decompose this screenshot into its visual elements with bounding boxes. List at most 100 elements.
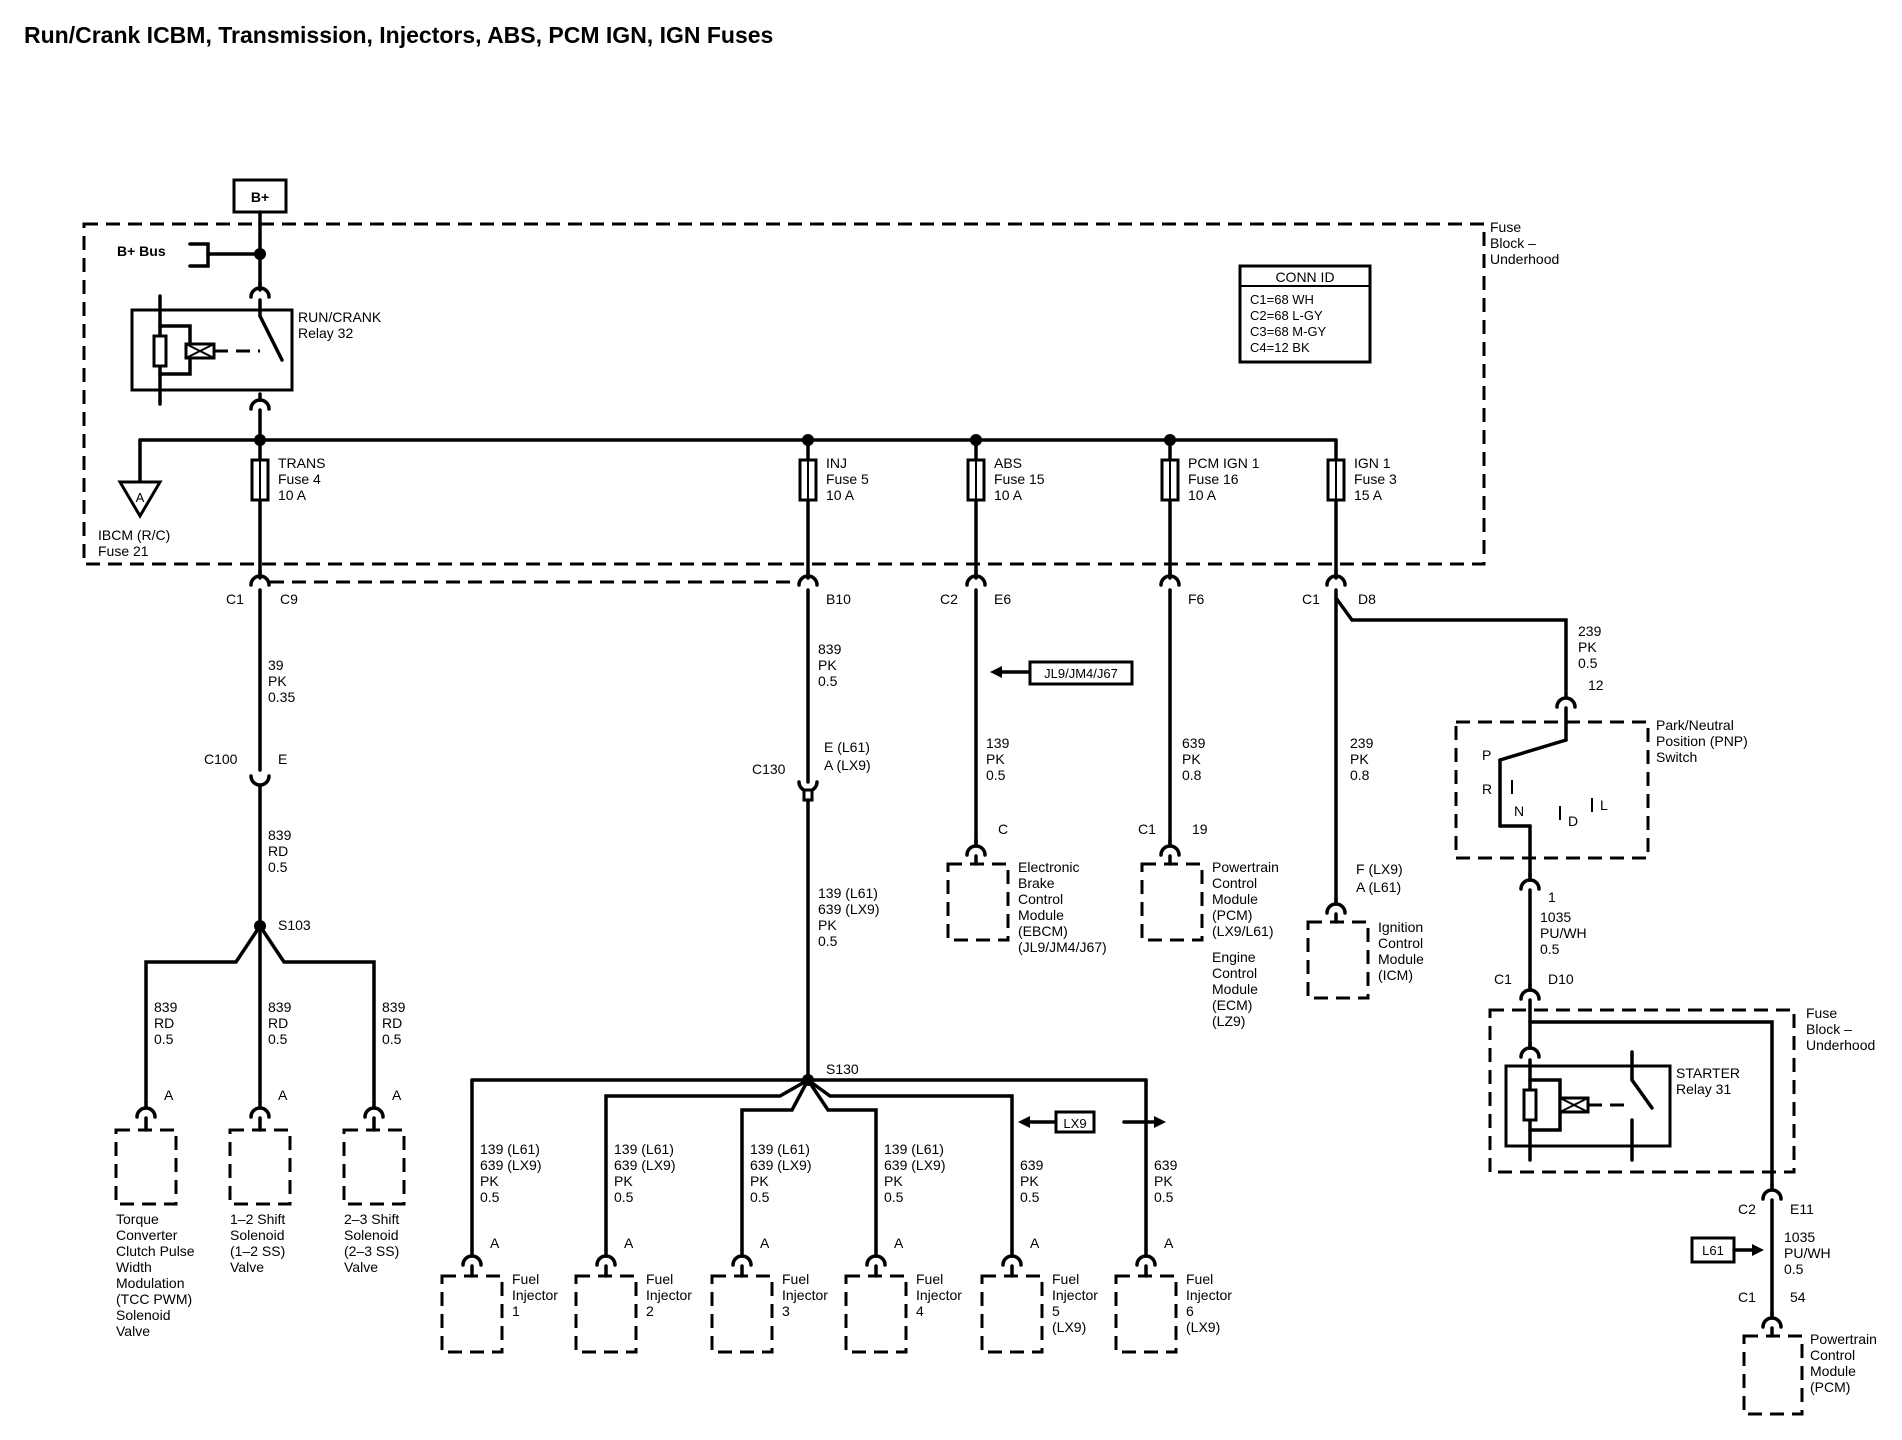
wire-label: 0.5 — [268, 1031, 288, 1047]
solenoid-module — [114, 1128, 178, 1206]
bplus-bus-bracket — [188, 242, 210, 268]
ecm-label: Module — [1212, 981, 1258, 997]
fuse-label: Fuse 4 — [278, 471, 321, 487]
pcm2-label: Control — [1810, 1347, 1855, 1363]
c100-connector — [249, 774, 271, 787]
fuse-label: ABS — [994, 455, 1022, 471]
ibcm-label: IBCM (R/C) — [98, 527, 170, 543]
splice-label: S103 — [278, 917, 311, 933]
wire-label: PK — [750, 1173, 769, 1189]
wire-label: PK — [986, 751, 1005, 767]
solenoid-label: 1–2 Shift — [230, 1211, 285, 1227]
wire-label: 139 (L61) — [750, 1141, 810, 1157]
solenoid-label: (2–3 SS) — [344, 1243, 399, 1259]
arrow-head — [1018, 1116, 1030, 1128]
starter-relay-feed — [1528, 1020, 1774, 1188]
wire-label: PK — [614, 1173, 633, 1189]
injector-label: 6 — [1186, 1303, 1194, 1319]
fuse-block-label: Fuse — [1490, 219, 1521, 235]
fuse-label: Fuse 5 — [826, 471, 869, 487]
pcm2-label: Powertrain — [1810, 1331, 1877, 1347]
solenoid-label: Valve — [230, 1259, 264, 1275]
pnp-label: Park/Neutral — [1656, 717, 1734, 733]
starter-fuse-block-outline — [1488, 1008, 1796, 1174]
wire-label: PK — [818, 917, 837, 933]
fuel-injector-module — [844, 1274, 908, 1354]
ebcm-label: (EBCM) — [1018, 923, 1068, 939]
wire-label: PK — [884, 1173, 903, 1189]
fuse-label: 10 A — [278, 487, 307, 503]
solenoid-label: Solenoid — [344, 1227, 399, 1243]
fuse-label: 10 A — [994, 487, 1023, 503]
pnp-switch-outline — [1454, 720, 1650, 860]
pcm2-label: (PCM) — [1810, 1379, 1850, 1395]
wire-label: 0.5 — [480, 1189, 500, 1205]
pnp-feed-wire — [1334, 596, 1568, 692]
pin-label: F6 — [1188, 591, 1205, 607]
fuse-label: IGN 1 — [1354, 455, 1391, 471]
wire-label: 839 — [818, 641, 842, 657]
wire-label: 0.8 — [1350, 767, 1370, 783]
relay-coil-x — [185, 343, 215, 359]
pcm2-label: Module — [1810, 1363, 1856, 1379]
solenoid-label: Torque — [116, 1211, 159, 1227]
wire-label: PU/WH — [1784, 1245, 1831, 1261]
solenoid-label: Width — [116, 1259, 152, 1275]
pnp-label: Switch — [1656, 749, 1697, 765]
fuse-label: 10 A — [1188, 487, 1217, 503]
fuse-label: Fuse 16 — [1188, 471, 1239, 487]
starter-relay-label: Relay 31 — [1676, 1081, 1731, 1097]
wire-label: 1035 — [1540, 909, 1571, 925]
wire-label: 0.5 — [1578, 655, 1598, 671]
pnp-label: Position (PNP) — [1656, 733, 1748, 749]
ecm-label: (ECM) — [1212, 997, 1252, 1013]
splice-label: S130 — [826, 1061, 859, 1077]
fuel-injector-module — [710, 1274, 774, 1354]
pcm-label: Control — [1212, 875, 1257, 891]
conn-id-row: C2=68 L-GY — [1250, 308, 1323, 323]
wire-label: 639 — [1154, 1157, 1178, 1173]
pin-label: 19 — [1192, 821, 1208, 837]
wire-label: PK — [1020, 1173, 1039, 1189]
solenoid-label: Converter — [116, 1227, 178, 1243]
wire-label: RD — [154, 1015, 174, 1031]
wire-label: 639 — [1182, 735, 1206, 751]
wire-label: 139 (L61) — [884, 1141, 944, 1157]
solenoid-label: Valve — [344, 1259, 378, 1275]
injector-wire — [604, 1078, 810, 1252]
wire-label: 0.5 — [614, 1189, 634, 1205]
injector-label: (LX9) — [1052, 1319, 1086, 1335]
wire-label: 0.5 — [1020, 1189, 1040, 1205]
injector-label: 5 — [1052, 1303, 1060, 1319]
wire-label: 639 — [1020, 1157, 1044, 1173]
pin-label: B10 — [826, 591, 851, 607]
pin-label: D10 — [1548, 971, 1574, 987]
wire-label: 0.35 — [268, 689, 295, 705]
arrow-head — [990, 666, 1002, 678]
pnp-position: N — [1514, 803, 1524, 819]
pcm-module — [1140, 862, 1204, 942]
wire-label: 0.5 — [884, 1189, 904, 1205]
ebcm-label: Control — [1018, 891, 1063, 907]
wire-label: 0.8 — [1182, 767, 1202, 783]
ebcm-module — [946, 862, 1010, 942]
pin-label: A — [392, 1087, 402, 1103]
ecm-label: Engine — [1212, 949, 1256, 965]
pin-label: F (LX9) — [1356, 861, 1403, 877]
icm-module — [1306, 920, 1370, 1000]
solenoid-label: 2–3 Shift — [344, 1211, 399, 1227]
ibcm-label: Fuse 21 — [98, 543, 149, 559]
wire-label: 839 — [382, 999, 406, 1015]
starter-coil-x — [1559, 1097, 1589, 1113]
pin-label: E (L61) — [824, 739, 870, 755]
solenoid-label: Solenoid — [116, 1307, 171, 1323]
pin-label: C — [998, 821, 1008, 837]
conn-label: C2 — [1738, 1201, 1756, 1217]
pin-label: E11 — [1790, 1201, 1814, 1217]
conn-label: C130 — [752, 761, 786, 777]
fuel-injector-module — [574, 1274, 638, 1354]
wire-label: PK — [480, 1173, 499, 1189]
conn-label: C100 — [204, 751, 238, 767]
conn-label: C1 — [1738, 1289, 1756, 1305]
fuse-block-outline — [82, 222, 1486, 566]
